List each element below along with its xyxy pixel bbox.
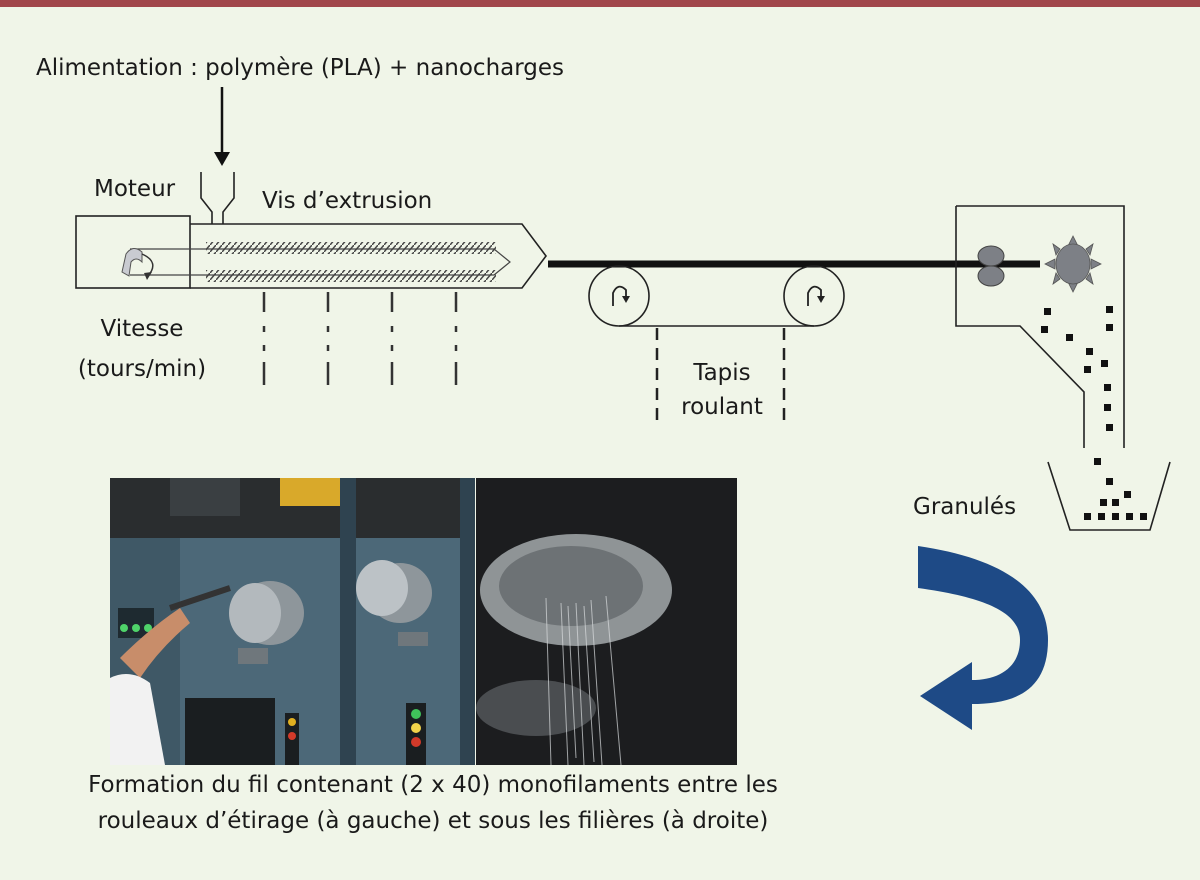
rotation-arrow-icon: [121, 248, 154, 280]
belt-label-line1: Tapis: [693, 360, 751, 386]
drawing-rollers-photo: [110, 478, 475, 765]
top-rule: [0, 0, 1200, 7]
caption-line1: Formation du fil contenant (2 x 40) mono…: [88, 772, 778, 798]
feed-arrow: [214, 87, 230, 166]
heating-zone-markers: [262, 292, 458, 385]
pull-rollers: [977, 245, 1005, 287]
curved-arrow-icon: [918, 546, 1048, 730]
conveyor-belt: [588, 265, 845, 327]
belt-label-line2: roulant: [681, 394, 763, 420]
spinneret-photo: [476, 478, 737, 765]
screw-flights-lower: [206, 270, 496, 282]
motor-label: Moteur: [94, 176, 176, 202]
pelletizer-housing: [955, 205, 1125, 448]
cutter-blade-icon: [1044, 235, 1102, 293]
screw-label: Vis d’extrusion: [262, 188, 433, 214]
caption-line2: rouleaux d’étirage (à gauche) et sous le…: [97, 808, 769, 834]
extrusion-barrel: [190, 223, 547, 289]
screw-flights: [206, 242, 496, 254]
conveyor-dashes: [655, 328, 786, 422]
collected-pellets: [1084, 491, 1147, 520]
speed-label-line2: (tours/min): [77, 356, 207, 382]
speed-label-line1: Vitesse: [100, 316, 184, 342]
pellets-label: Granulés: [913, 494, 1017, 520]
pellet-bin: [1047, 461, 1171, 531]
feed-label: Alimentation : polymère (PLA) + nanochar…: [36, 55, 565, 81]
motor-box: [75, 215, 191, 289]
falling-pellets: [1041, 306, 1113, 485]
hopper: [200, 172, 235, 224]
